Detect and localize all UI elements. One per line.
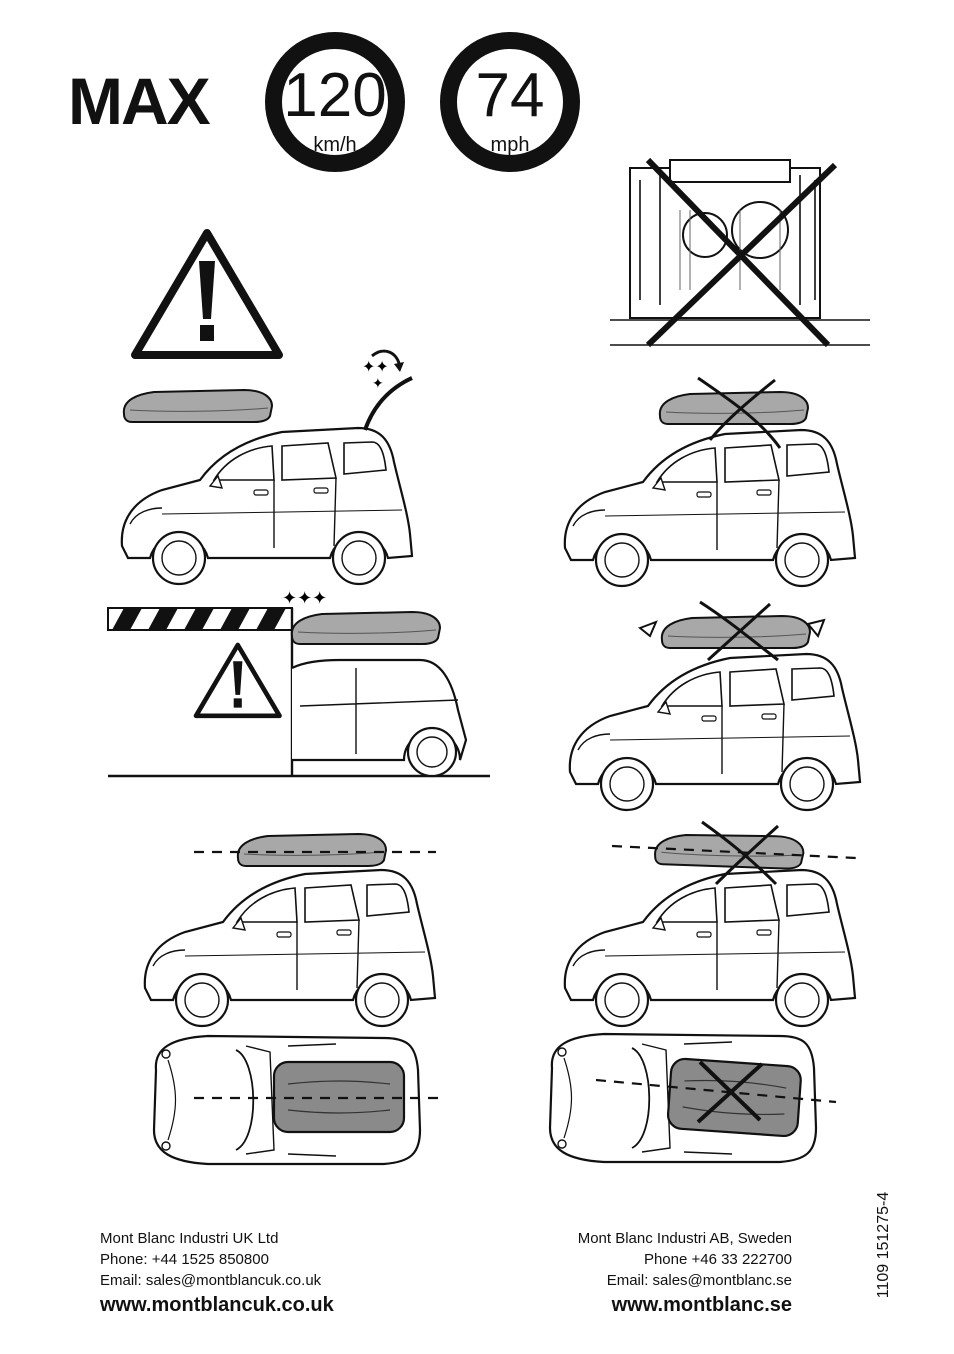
car-wash-prohibited-icon xyxy=(610,157,870,348)
cross-icon xyxy=(696,1060,764,1124)
se-email[interactable]: Email: sales@montblanc.se xyxy=(606,1272,792,1289)
cross-icon xyxy=(645,157,838,348)
garage-clearance-warning-illustration: ✦✦✦ xyxy=(107,588,490,778)
car-box-wrong-illustration xyxy=(563,376,857,588)
svg-text:✦✦✦: ✦✦✦ xyxy=(282,588,327,609)
document-code-text: 1109 151275-4 xyxy=(875,1191,892,1299)
document-code: 1109 151275-4 xyxy=(866,1180,902,1310)
se-contact-block: Mont Blanc Industri AB, Sweden Phone +46… xyxy=(540,1228,792,1291)
max-label: MAX xyxy=(68,64,211,138)
car-tailgate-warning-illustration: ✦✦ ✦ xyxy=(120,349,414,586)
speed-limit-kmh-value: 120 xyxy=(283,61,387,130)
uk-email[interactable]: Email: sales@montblancuk.co.uk xyxy=(100,1272,322,1289)
uk-phone: Phone: +44 1525 850800 xyxy=(100,1251,269,1268)
car-level-box-illustration xyxy=(143,833,437,1028)
se-company-name: Mont Blanc Industri AB, Sweden xyxy=(577,1230,792,1247)
uk-company-name: Mont Blanc Industri UK Ltd xyxy=(100,1230,279,1247)
speed-limit-mph-unit: mph xyxy=(490,134,530,156)
uk-website-link[interactable]: www.montblancuk.co.uk xyxy=(100,1294,334,1316)
se-phone: Phone +46 33 222700 xyxy=(643,1251,792,1268)
uk-contact-block: Mont Blanc Industri UK Ltd Phone: +44 15… xyxy=(100,1228,321,1291)
car-top-view-offcenter-wrong-illustration xyxy=(548,1032,837,1164)
car-top-view-centered-illustration xyxy=(152,1034,440,1166)
se-website-link[interactable]: www.montblanc.se xyxy=(611,1294,792,1316)
warning-triangle-icon xyxy=(135,233,279,355)
car-tilted-box-wrong-illustration xyxy=(563,820,857,1028)
svg-text:✦✦: ✦✦ xyxy=(362,357,389,376)
speed-limit-kmh-unit: km/h xyxy=(313,134,357,156)
svg-text:✦: ✦ xyxy=(372,376,384,392)
speed-limit-mph-value: 74 xyxy=(475,61,545,130)
speed-limit-kmh-sign: 120 km/h xyxy=(265,32,405,172)
car-box-overload-wrong-illustration xyxy=(568,600,862,812)
